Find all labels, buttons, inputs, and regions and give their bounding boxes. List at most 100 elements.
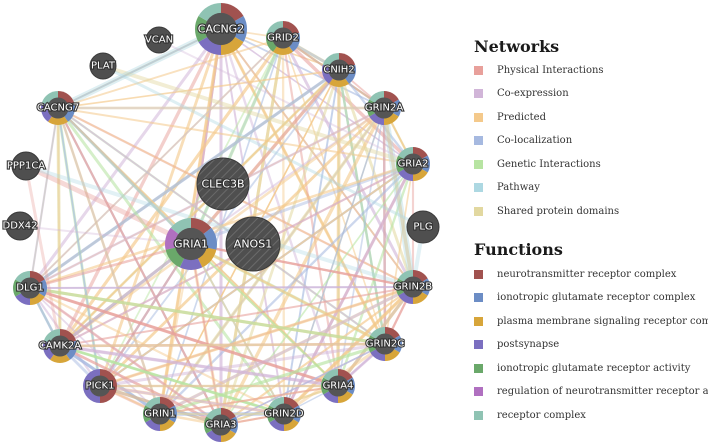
network-edge — [159, 285, 414, 416]
network-edge — [99, 285, 414, 388]
gene-node-label: GRIN2D — [264, 409, 303, 420]
gene-node-camk2a[interactable]: CAMK2A — [38, 329, 82, 363]
network-edge — [29, 37, 284, 289]
gene-node-vcan[interactable]: VCAN — [144, 26, 174, 54]
network-edge — [380, 107, 417, 288]
network-edge — [282, 37, 386, 345]
network-edge — [57, 69, 340, 109]
gene-node-core — [373, 97, 395, 119]
network-edge — [29, 68, 340, 290]
network-edge — [220, 286, 414, 426]
gene-node-plg[interactable]: PLG — [406, 210, 440, 244]
gene-node-cacng2[interactable]: CACNG2 — [195, 3, 248, 55]
gene-node-core — [402, 153, 424, 175]
function-legend-item: neurotransmitter receptor complex — [474, 267, 676, 281]
network-edge — [282, 163, 415, 415]
network-edge — [282, 285, 415, 416]
network-edge — [159, 163, 414, 415]
network-edge — [59, 242, 192, 348]
network-edge — [99, 342, 386, 388]
gene-node-label: CNIH2 — [323, 65, 354, 76]
network-edge — [56, 107, 62, 347]
gene-node-core — [174, 227, 208, 261]
gene-node-grin2d[interactable]: GRIN2D — [263, 397, 305, 431]
gene-node-anos1[interactable]: ANOS1 — [225, 216, 281, 272]
network-legend-label: Genetic Interactions — [497, 158, 601, 170]
gene-node-label: DLG1 — [16, 283, 43, 294]
function-legend-label: regulation of neurotransmitter receptor … — [497, 386, 708, 397]
gene-node-circle — [196, 157, 250, 211]
gene-node-core — [149, 403, 171, 425]
network-edge — [58, 37, 285, 347]
network-legend-label: Physical Interactions — [497, 64, 604, 76]
network-edge — [29, 286, 386, 346]
gene-node-label: CLEC3B — [202, 178, 245, 191]
gene-node-pick1[interactable]: PICK1 — [83, 369, 117, 403]
gene-node-ppp1ca[interactable]: PPP1CA — [6, 151, 46, 181]
gene-node-label: PLG — [413, 222, 432, 233]
gene-node-grin2c[interactable]: GRIN2C — [365, 327, 405, 361]
gene-node-plat[interactable]: PLAT — [89, 52, 117, 80]
gene-node-clec3b[interactable]: CLEC3B — [196, 157, 250, 211]
gene-node-grin1[interactable]: GRIN1 — [143, 397, 178, 431]
network-color-swatch — [474, 206, 483, 216]
gene-node-label: GRIN1 — [144, 409, 176, 420]
network-edge — [29, 286, 339, 388]
network-legend-item: Physical Interactions — [474, 63, 604, 77]
function-legend-item: postsynapse — [474, 338, 559, 352]
network-edge — [57, 28, 222, 109]
gene-node-gria4[interactable]: GRIA4 — [321, 369, 355, 403]
network-edge — [220, 28, 385, 109]
network-edge — [56, 106, 193, 246]
gene-node-label: DDX42 — [3, 221, 38, 232]
network-edge — [57, 107, 414, 165]
network-edge — [56, 107, 223, 426]
network-color-swatch — [474, 159, 483, 169]
function-legend-item: regulation of neurotransmitter receptor … — [474, 385, 708, 399]
network-legend-item: Pathway — [474, 181, 540, 195]
gene-node-cnih2[interactable]: CNIH2 — [322, 53, 356, 87]
gene-node-circle — [89, 52, 117, 80]
gene-node-label: GRIA4 — [323, 381, 354, 392]
gene-node-grid2[interactable]: GRID2 — [266, 21, 301, 55]
gene-node-dlg1[interactable]: DLG1 — [12, 271, 47, 305]
network-legend-label: Co-localization — [497, 135, 573, 146]
gene-node-grin2a[interactable]: GRIN2A — [364, 91, 404, 125]
network-edge — [281, 37, 415, 288]
network-edge — [56, 26, 223, 111]
gene-node-core — [328, 59, 350, 81]
network-legend-label: Pathway — [497, 182, 540, 193]
network-edge — [59, 344, 285, 416]
network-edge — [283, 69, 340, 415]
gene-node-cacng7[interactable]: CACNG7 — [36, 91, 80, 125]
gene-node-label: GRID2 — [267, 33, 299, 44]
function-legend-item: ionotropic glutamate receptor activity — [474, 361, 690, 375]
network-legend-item: Co-localization — [474, 134, 572, 148]
function-legend-label: receptor complex — [497, 409, 586, 421]
gene-node-gria3[interactable]: GRIA3 — [204, 408, 238, 442]
gene-node-core — [47, 97, 69, 119]
gene-node-label: VCAN — [145, 35, 173, 46]
network-color-swatch — [474, 89, 483, 98]
network-legend-item: Co-expression — [474, 87, 569, 101]
network-edge — [56, 107, 162, 415]
network-color-swatch — [474, 136, 483, 145]
gene-node-label: GRIN2C — [366, 339, 404, 350]
network-legend-label: Co-expression — [497, 88, 569, 99]
gene-node-gria1[interactable]: GRIA1 — [164, 218, 218, 270]
network-edge — [24, 165, 62, 347]
gene-node-gria2[interactable]: GRIA2 — [395, 147, 430, 181]
network-legend-item: Genetic Interactions — [474, 157, 601, 171]
network-edge — [59, 242, 192, 348]
gene-node-label: GRIA3 — [206, 420, 237, 431]
gene-node-grin2b[interactable]: GRIN2B — [393, 270, 433, 304]
gene-node-ddx42[interactable]: DDX42 — [1, 211, 39, 241]
network-edge — [59, 344, 339, 388]
network-edge — [59, 342, 386, 348]
network-edge — [102, 64, 424, 229]
function-legend-label: postsynapse — [497, 339, 560, 350]
network-edge — [382, 107, 387, 345]
network-edge — [59, 286, 414, 347]
network-edge — [283, 107, 385, 415]
